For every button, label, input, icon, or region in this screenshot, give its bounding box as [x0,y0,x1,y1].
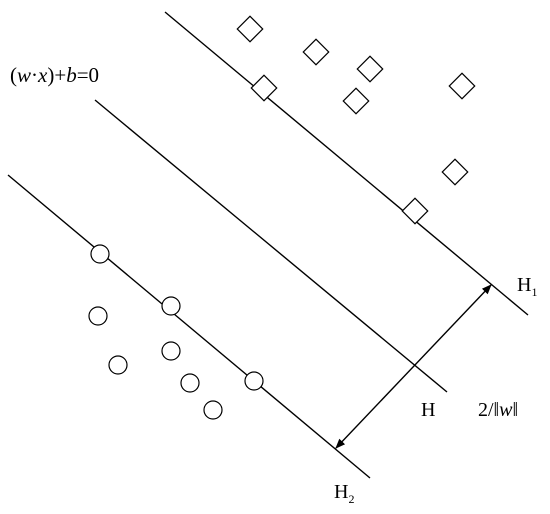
label-h: H [421,399,435,421]
margin-arrow [335,284,492,449]
label-h2: H2 [334,481,354,506]
circle-marker [161,341,181,361]
circle-marker [108,355,128,375]
circle-marker [180,373,200,393]
circle-marker [244,371,264,391]
margin-label: 2/‖w‖ [478,399,518,421]
square-marker [302,38,330,66]
square-marker [236,15,264,43]
square-marker [356,55,384,83]
positive-class-markers [236,15,476,225]
negative-class-markers [88,244,264,420]
square-marker [441,158,469,186]
circle-marker [90,244,110,264]
hyperplane-h [94,99,448,393]
square-marker [250,74,278,102]
square-marker [401,197,429,225]
hyperplane-h2 [7,174,371,479]
label-h1: H1 [517,274,537,299]
circle-marker [161,296,181,316]
square-marker [448,72,476,100]
square-marker [342,87,370,115]
hyperplane-h1 [164,11,529,316]
circle-marker [203,400,223,420]
hyperplane-equation: (w·x)+b=0 [10,63,99,87]
circle-marker [88,306,108,326]
